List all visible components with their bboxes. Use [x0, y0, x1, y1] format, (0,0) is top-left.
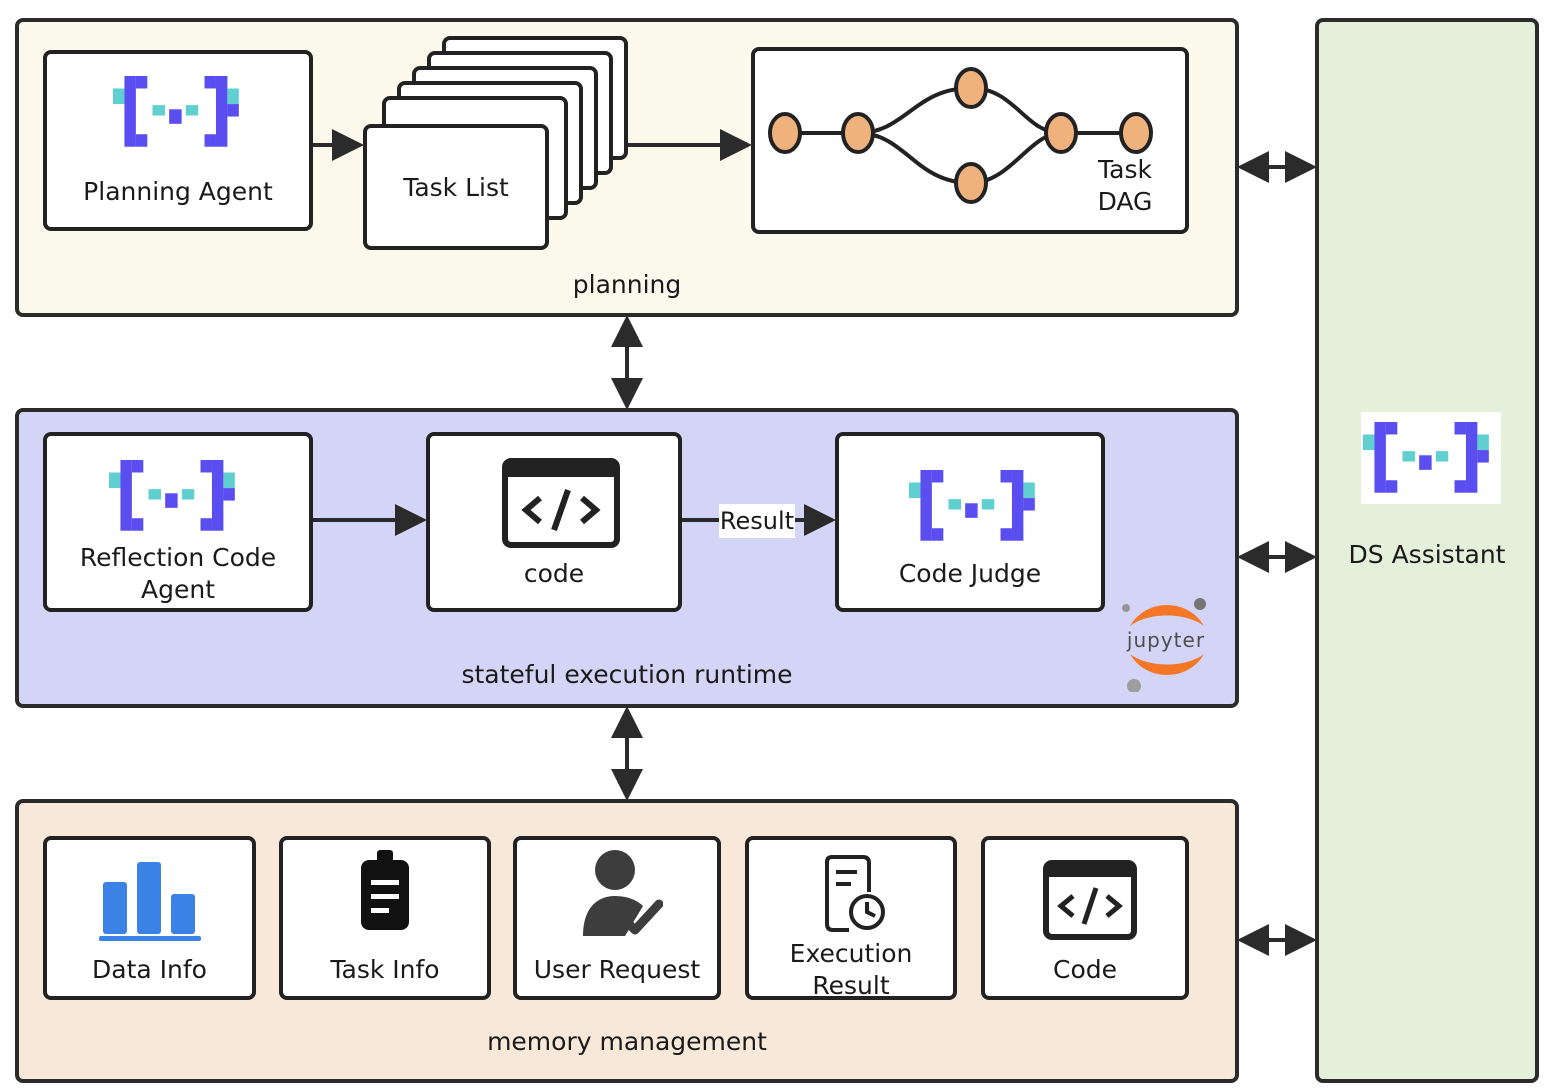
memory-item-label: User Request — [533, 955, 701, 984]
dag-node — [768, 67, 1153, 204]
task-list-label: Task List — [403, 173, 509, 202]
code-judge-label: Code Judge — [898, 559, 1042, 588]
memory-item-data-info: Data Info — [43, 836, 256, 1000]
task-dag-graph — [768, 67, 1153, 204]
reflection-code-agent-card: Reflection Code Agent — [43, 432, 313, 612]
assistant-logo-icon — [1361, 412, 1501, 504]
task-list-card: Task List — [363, 124, 549, 250]
runtime-label: stateful execution runtime — [461, 660, 793, 689]
bar-chart-icon — [99, 862, 201, 941]
memory-item-label: Code — [1052, 955, 1117, 984]
memory-item-label-line1: Execution — [789, 939, 913, 968]
clipboard-icon — [361, 850, 409, 930]
planning-agent-card: Planning Agent — [43, 50, 313, 231]
memory-item-label-line2: Result — [812, 971, 890, 1000]
memory-item-execution-result: Execution Result — [745, 836, 957, 1000]
task-dag-label-line2: DAG — [1097, 187, 1153, 216]
code-icon — [1043, 860, 1137, 940]
planning-agent-label: Planning Agent — [83, 177, 273, 206]
document-clock-icon — [825, 855, 885, 932]
memory-item-label: Data Info — [92, 955, 207, 984]
code-label: code — [523, 559, 585, 588]
planning-label: planning — [572, 270, 682, 299]
code-judge-card: Code Judge — [835, 432, 1105, 612]
reflection-agent-label-line1: Reflection Code — [79, 543, 277, 572]
ds-assistant-panel: DS Assistant — [1315, 18, 1539, 1083]
task-dag-card: Task DAG — [751, 47, 1189, 234]
jupyter-label: jupyter — [1126, 628, 1206, 652]
code-judge-logo-icon — [909, 470, 1035, 541]
ds-assistant-label: DS Assistant — [1348, 540, 1506, 569]
memory-item-label: Task Info — [330, 955, 440, 984]
reflection-agent-label-line2: Agent — [141, 575, 215, 604]
memory-item-user-request: User Request — [513, 836, 721, 1000]
memory-label: memory management — [487, 1027, 767, 1056]
reflection-agent-logo-icon — [109, 460, 235, 531]
result-label: Result — [719, 504, 795, 538]
jupyter-logo-icon: jupyter — [1116, 596, 1216, 693]
memory-item-code: Code — [981, 836, 1189, 1000]
code-icon — [502, 458, 620, 548]
code-card: code — [426, 432, 682, 612]
task-dag-label-line1: Task — [1098, 155, 1152, 184]
user-check-icon — [583, 850, 663, 936]
planning-agent-logo-icon — [113, 76, 239, 147]
memory-item-task-info: Task Info — [279, 836, 491, 1000]
